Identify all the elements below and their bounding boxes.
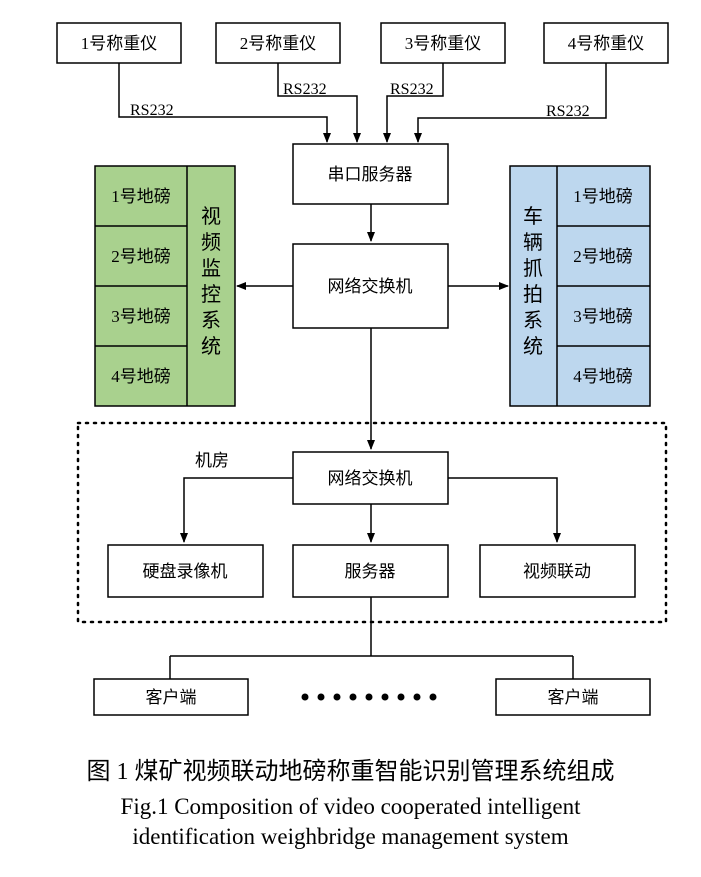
svg-text:服务器: 服务器 <box>345 562 396 581</box>
svg-text:客户端: 客户端 <box>146 688 197 707</box>
svg-text:控: 控 <box>201 283 221 306</box>
svg-text:4号称重仪: 4号称重仪 <box>568 34 645 53</box>
svg-text:频: 频 <box>201 231 221 254</box>
video-surveillance-system: 1号地磅 2号地磅 3号地磅 4号地磅 视 频 监 控 系 统 <box>94 165 236 407</box>
svg-text:系: 系 <box>201 309 221 332</box>
scale-1: 1号称重仪 <box>56 22 182 64</box>
video-weighbridge-1: 1号地磅 <box>111 187 171 206</box>
rs232-label-4: RS232 <box>546 103 590 120</box>
svg-text:串口服务器: 串口服务器 <box>328 165 413 184</box>
video-system-label: 视 频 监 控 系 统 <box>201 205 221 358</box>
svg-text:视频联动: 视频联动 <box>523 562 591 581</box>
vehicle-system-label: 车 辆 抓 拍 系 统 <box>523 205 543 358</box>
figure-caption-cn: 图 1 煤矿视频联动地磅称重智能识别管理系统组成 <box>86 759 615 785</box>
svg-text:抓: 抓 <box>523 257 543 280</box>
vehicle-capture-system: 1号地磅 2号地磅 3号地磅 4号地磅 车 辆 抓 拍 系 统 <box>509 165 651 407</box>
vehicle-weighbridge-2: 2号地磅 <box>573 247 633 266</box>
video-weighbridge-4: 4号地磅 <box>111 367 171 386</box>
svg-text:车: 车 <box>523 205 543 228</box>
scale-2: 2号称重仪 <box>215 22 341 64</box>
svg-text:拍: 拍 <box>523 283 543 306</box>
svg-text:3号称重仪: 3号称重仪 <box>405 34 482 53</box>
svg-text:视: 视 <box>201 205 221 228</box>
server-box: 服务器 <box>292 544 449 598</box>
svg-text:监: 监 <box>201 257 221 280</box>
client-1: 客户端 <box>93 678 249 716</box>
svg-text:统: 统 <box>523 335 543 358</box>
dvr-box: 硬盘录像机 <box>107 544 264 598</box>
svg-text:统: 统 <box>201 335 221 358</box>
video-weighbridge-2: 2号地磅 <box>111 247 171 266</box>
rs232-label-3: RS232 <box>390 81 434 98</box>
svg-text:系: 系 <box>523 309 543 332</box>
figure-caption-en-line1: Fig.1 Composition of video cooperated in… <box>120 794 581 819</box>
vehicle-weighbridge-1: 1号地磅 <box>573 187 633 206</box>
svg-text:硬盘录像机: 硬盘录像机 <box>143 562 228 581</box>
vehicle-weighbridge-3: 3号地磅 <box>573 307 633 326</box>
rs232-label-1: RS232 <box>130 102 174 119</box>
video-linkage-box: 视频联动 <box>479 544 636 598</box>
scale-4: 4号称重仪 <box>543 22 669 64</box>
client-connections <box>169 597 574 679</box>
figure-caption-en-line2: identification weighbridge management sy… <box>132 824 569 849</box>
svg-text:辆: 辆 <box>523 231 543 254</box>
ellipsis-dots <box>301 693 437 701</box>
svg-text:1号称重仪: 1号称重仪 <box>81 34 158 53</box>
network-switch-room: 网络交换机 <box>292 451 449 505</box>
serial-server: 串口服务器 <box>292 143 449 205</box>
rs232-connections <box>118 63 607 143</box>
client-2: 客户端 <box>495 678 651 716</box>
scale-3: 3号称重仪 <box>380 22 506 64</box>
svg-text:2号称重仪: 2号称重仪 <box>240 34 317 53</box>
svg-text:网络交换机: 网络交换机 <box>328 469 413 488</box>
svg-text:客户端: 客户端 <box>548 688 599 707</box>
network-switch-top: 网络交换机 <box>292 243 449 329</box>
video-weighbridge-3: 3号地磅 <box>111 307 171 326</box>
system-diagram: 1号称重仪 2号称重仪 3号称重仪 4号称重仪 RS232 RS232 RS23… <box>56 22 669 716</box>
machine-room-boundary <box>76 421 668 624</box>
svg-text:网络交换机: 网络交换机 <box>328 277 413 296</box>
vehicle-weighbridge-4: 4号地磅 <box>573 367 633 386</box>
rs232-label-2: RS232 <box>283 81 327 98</box>
machine-room-label: 机房 <box>195 451 229 470</box>
